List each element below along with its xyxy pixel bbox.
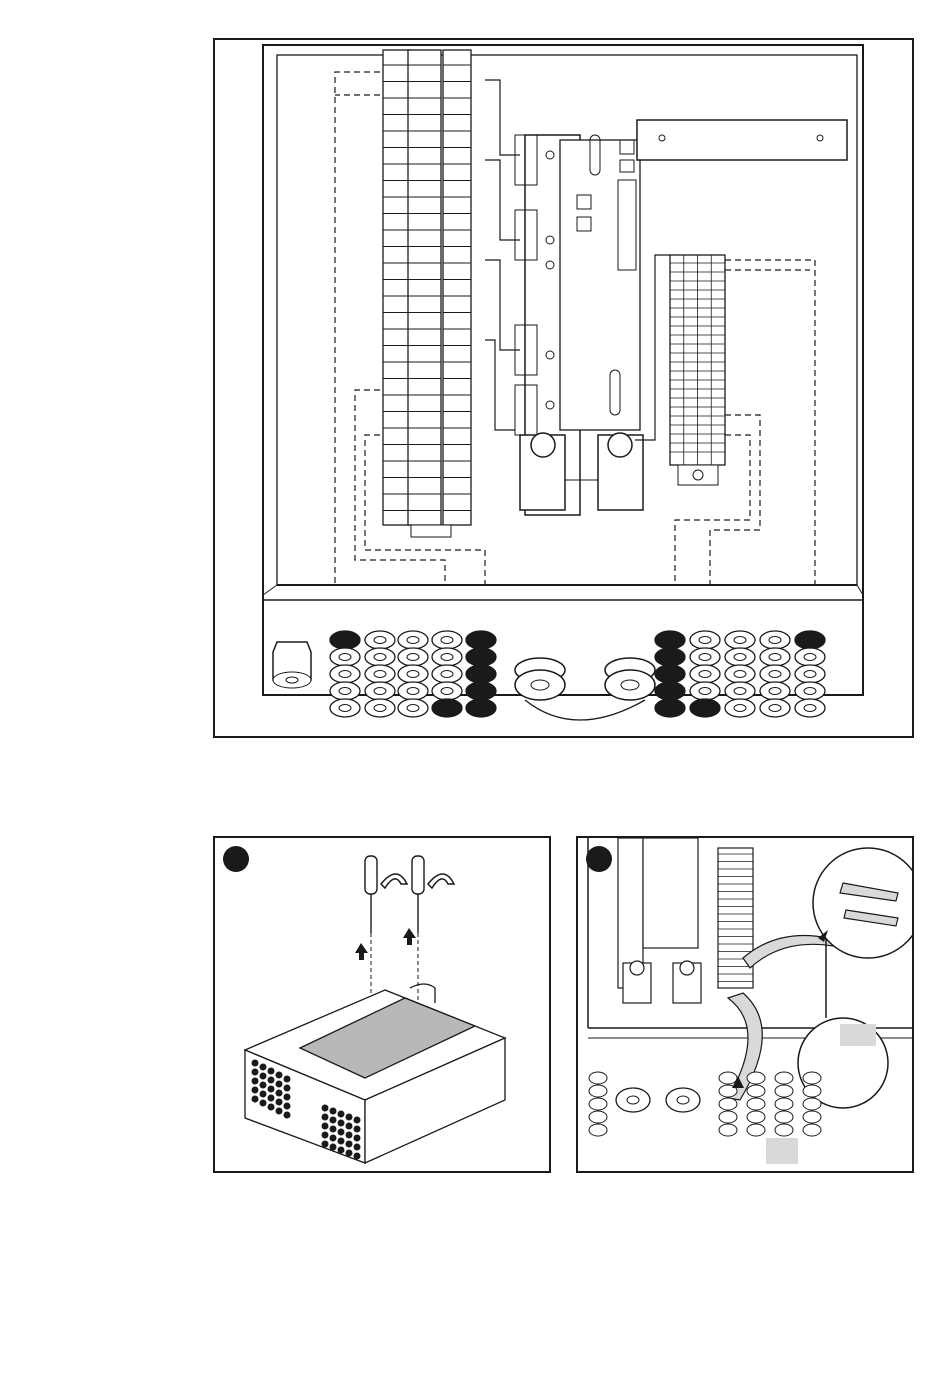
step-2-frame: [576, 836, 914, 1173]
step-1-frame: [213, 836, 551, 1173]
grey-label-box: [840, 1024, 876, 1046]
right-terminal-block: [670, 255, 725, 485]
mounting-rail: [637, 120, 847, 160]
housing-interior-drawing: [215, 40, 912, 736]
terminal-block-icon: [718, 848, 753, 988]
housing-isometric: [245, 984, 505, 1163]
board-section: [618, 838, 701, 1003]
left-terminal-block: [383, 50, 471, 537]
screwdriver-icon: [365, 856, 424, 933]
cable-routing-drawing: [578, 838, 912, 1171]
remove-cover-drawing: [215, 838, 549, 1171]
cable-gland-array: [589, 1072, 821, 1136]
main-figure-frame: [213, 38, 914, 738]
dc-connectors: [520, 433, 643, 510]
cable-gland-array: [330, 631, 825, 720]
cable-gland-icon: [273, 642, 311, 688]
grey-label-box: [766, 1138, 798, 1164]
